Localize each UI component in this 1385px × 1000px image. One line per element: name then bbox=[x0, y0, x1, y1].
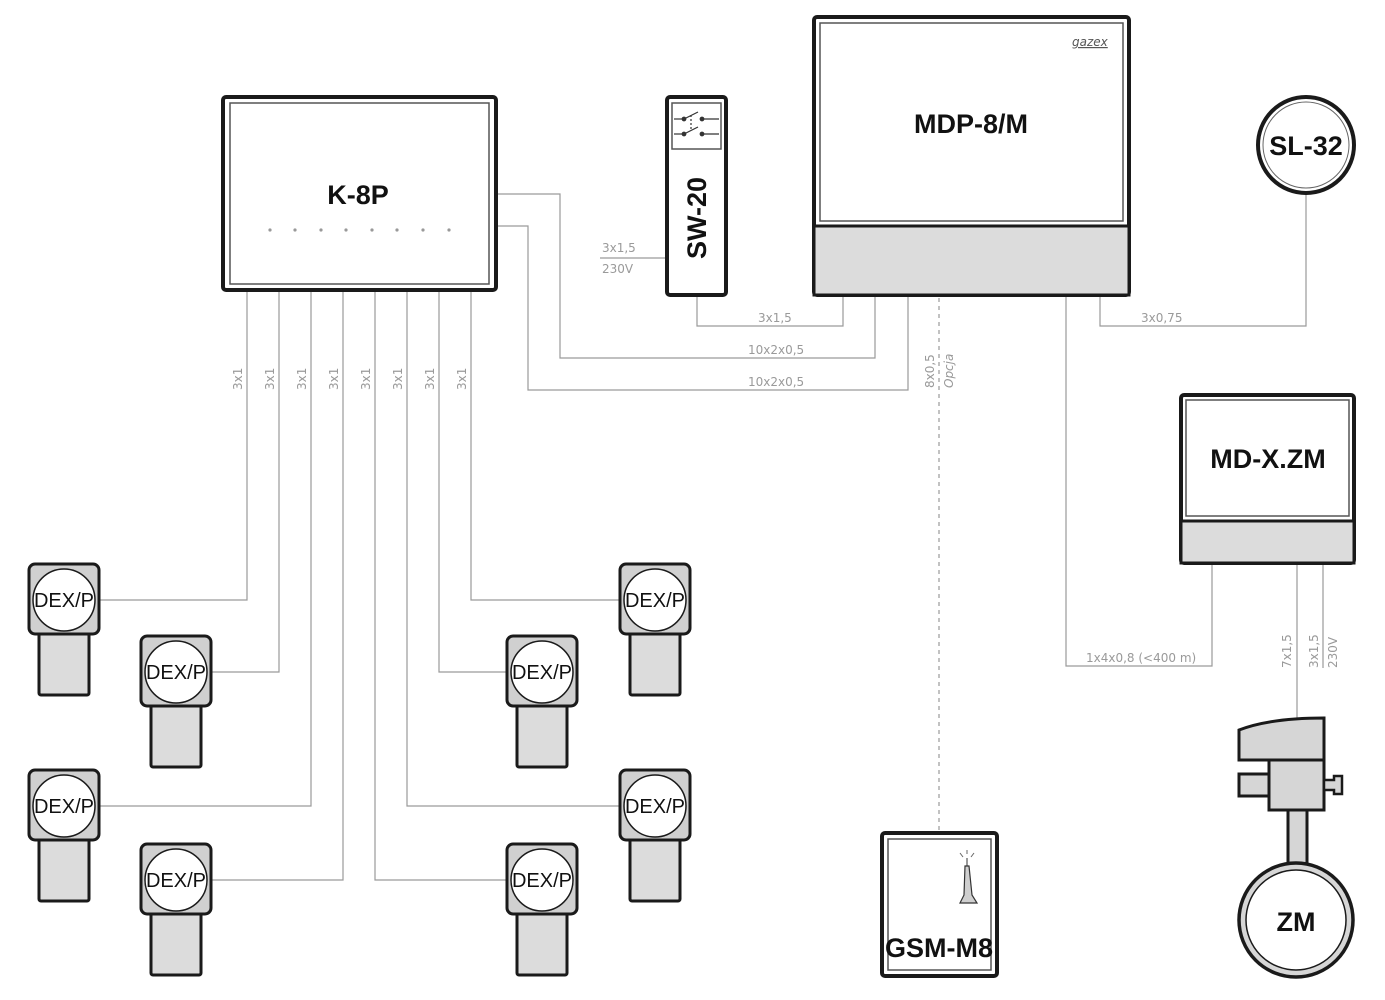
brand-label: gazex bbox=[1072, 35, 1109, 49]
detector-body bbox=[628, 629, 682, 697]
detector-body bbox=[37, 835, 91, 903]
cable-label-k8p-1: 3x1 bbox=[231, 368, 245, 390]
valve-lever bbox=[1237, 772, 1271, 798]
wire-sw-mdp bbox=[696, 294, 844, 327]
detector-body bbox=[515, 701, 569, 769]
valve-body bbox=[1267, 758, 1326, 812]
cable-label-mdp-mdx: 1x4x0,8 (<400 m) bbox=[1086, 651, 1196, 665]
detector: DEX/P bbox=[139, 842, 213, 977]
device-mdx: MD-X.ZM bbox=[1179, 393, 1356, 565]
device-sl32: SL-32 bbox=[1256, 95, 1356, 195]
detector-label: DEX/P bbox=[512, 662, 572, 684]
sl32-label: SL-32 bbox=[1269, 131, 1343, 161]
cable-label-gsm-option: Opcja bbox=[942, 354, 956, 388]
detector-body bbox=[149, 909, 203, 977]
wire-k8p-det-7 bbox=[438, 292, 508, 673]
detector-label: DEX/P bbox=[512, 870, 572, 892]
detector: DEX/P bbox=[27, 562, 101, 697]
wires bbox=[100, 193, 1324, 881]
device-k8p: K-8P bbox=[221, 95, 498, 292]
device-zm: ZM bbox=[1237, 716, 1355, 979]
detector-label: DEX/P bbox=[625, 796, 685, 818]
wire-k8p-det-4 bbox=[212, 292, 344, 881]
detector: DEX/P bbox=[505, 842, 579, 977]
k8p-indicator-dots bbox=[268, 228, 451, 232]
detector-body bbox=[515, 909, 569, 977]
wire-k8p-det-8 bbox=[470, 292, 620, 601]
detector: DEX/P bbox=[618, 768, 692, 903]
cable-label-sw-mdp: 3x1,5 bbox=[758, 311, 792, 325]
detector-sensor-icon bbox=[510, 848, 574, 912]
valve-outlet bbox=[1322, 774, 1344, 796]
cable-label-k8p-6: 3x1 bbox=[391, 368, 405, 390]
wire-k8p-det-3 bbox=[100, 292, 312, 807]
cable-label-k8p-8: 3x1 bbox=[455, 368, 469, 390]
detector: DEX/P bbox=[139, 634, 213, 769]
wire-mdp-mdx bbox=[1065, 296, 1213, 667]
cable-label-k8p-7: 3x1 bbox=[423, 368, 437, 390]
cable-label-bus-1: 10x2x0,5 bbox=[748, 343, 804, 357]
cable-label-k8p-4: 3x1 bbox=[327, 368, 341, 390]
cable-label-k8p-5: 3x1 bbox=[359, 368, 373, 390]
detector-sensor-icon bbox=[510, 640, 574, 704]
cable-label-bus-2: 10x2x0,5 bbox=[748, 375, 804, 389]
sw20-label: SW-20 bbox=[682, 177, 712, 259]
detector: DEX/P bbox=[618, 562, 692, 697]
mdx-label: MD-X.ZM bbox=[1210, 444, 1325, 474]
detector-body bbox=[628, 835, 682, 903]
wire-k8p-det-1 bbox=[100, 292, 248, 601]
valve-actuator-icon bbox=[1237, 716, 1326, 762]
wire-bus-2 bbox=[497, 225, 909, 391]
k8p-label: K-8P bbox=[327, 180, 389, 210]
cable-labels: 3x1 3x1 3x1 3x1 3x1 3x1 3x1 3x1 3x1,5 23… bbox=[231, 241, 1340, 668]
device-mdp: gazex MDP-8/M bbox=[812, 15, 1131, 297]
detector: DEX/P bbox=[505, 634, 579, 769]
cable-label-k8p-3: 3x1 bbox=[295, 368, 309, 390]
detector-label: DEX/P bbox=[34, 590, 94, 612]
detector-sensor-icon bbox=[144, 640, 208, 704]
gsm-label: GSM-M8 bbox=[885, 933, 993, 963]
cable-label-power-in: 3x1,5 bbox=[602, 241, 636, 255]
mdp-label: MDP-8/M bbox=[914, 109, 1028, 139]
wire-k8p-det-2 bbox=[212, 292, 280, 673]
cable-label-mdp-sl: 3x0,75 bbox=[1141, 311, 1182, 325]
detector-label: DEX/P bbox=[146, 870, 206, 892]
detector-sensor-icon bbox=[144, 848, 208, 912]
zm-label: ZM bbox=[1277, 907, 1316, 937]
antenna-icon bbox=[959, 850, 979, 904]
device-sw20: SW-20 bbox=[665, 95, 728, 297]
switch-icon bbox=[674, 111, 719, 137]
wire-k8p-det-6 bbox=[406, 292, 620, 807]
detector-label: DEX/P bbox=[146, 662, 206, 684]
detector-body bbox=[149, 701, 203, 769]
detector: DEX/P bbox=[27, 768, 101, 903]
detector-sensor-icon bbox=[623, 568, 687, 632]
cable-label-mdx-zm: 7x1,5 bbox=[1280, 634, 1294, 668]
cable-label-mdx-power: 3x1,5 bbox=[1307, 634, 1321, 668]
wire-bus-1 bbox=[497, 193, 876, 359]
detector-sensor-icon bbox=[623, 774, 687, 838]
cable-label-mdx-power-voltage: 230V bbox=[1326, 636, 1340, 668]
cable-label-k8p-2: 3x1 bbox=[263, 368, 277, 390]
detector-label: DEX/P bbox=[625, 590, 685, 612]
detector-sensor-icon bbox=[32, 568, 96, 632]
wire-mdp-sl bbox=[1099, 193, 1307, 327]
cable-label-power-in-voltage: 230V bbox=[602, 262, 634, 276]
valve-stem bbox=[1286, 808, 1309, 872]
detectors: DEX/P DEX/P DEX/P DEX/P DEX/P DEX/P DEX/P DEX/P bbox=[27, 562, 692, 977]
device-gsm: GSM-M8 bbox=[880, 831, 999, 978]
wire-k8p-det-5 bbox=[374, 292, 508, 881]
detector-sensor-icon bbox=[32, 774, 96, 838]
detector-body bbox=[37, 629, 91, 697]
detector-label: DEX/P bbox=[34, 796, 94, 818]
cable-label-gsm: 8x0,5 bbox=[923, 354, 937, 388]
